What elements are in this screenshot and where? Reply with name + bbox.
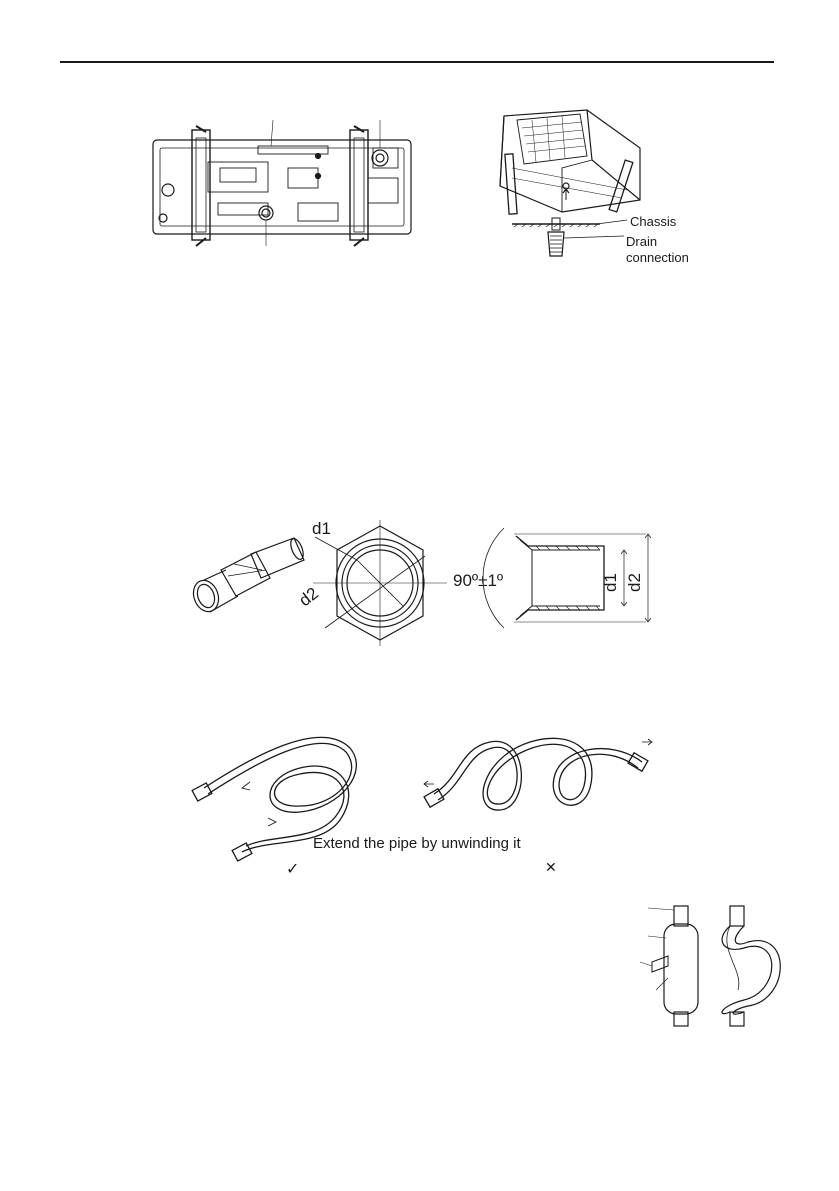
d1-inner-label: d1 [602,573,619,592]
correct-mark: ✓ [286,862,299,878]
unwind-pipe-caption: Extend the pipe by unwinding it [313,836,521,851]
chassis-label: Chassis [630,215,676,228]
outdoor-unit-base-figure [148,118,418,250]
angle-label: 90º±1º [453,572,503,589]
tangled-pipe-wrong-figure [420,728,660,818]
drain-label-line2: connection [626,251,689,264]
drain-label-line1: Drain [626,235,657,248]
wrong-mark: ✕ [545,860,557,874]
pipe-insulation-figure [634,900,784,1030]
d1-label: d1 [312,520,331,537]
header-rule [60,61,774,63]
flare-nut-section-figure [305,520,455,650]
d2-outer-label: d2 [626,573,643,592]
flare-pipe-figure [186,530,306,615]
